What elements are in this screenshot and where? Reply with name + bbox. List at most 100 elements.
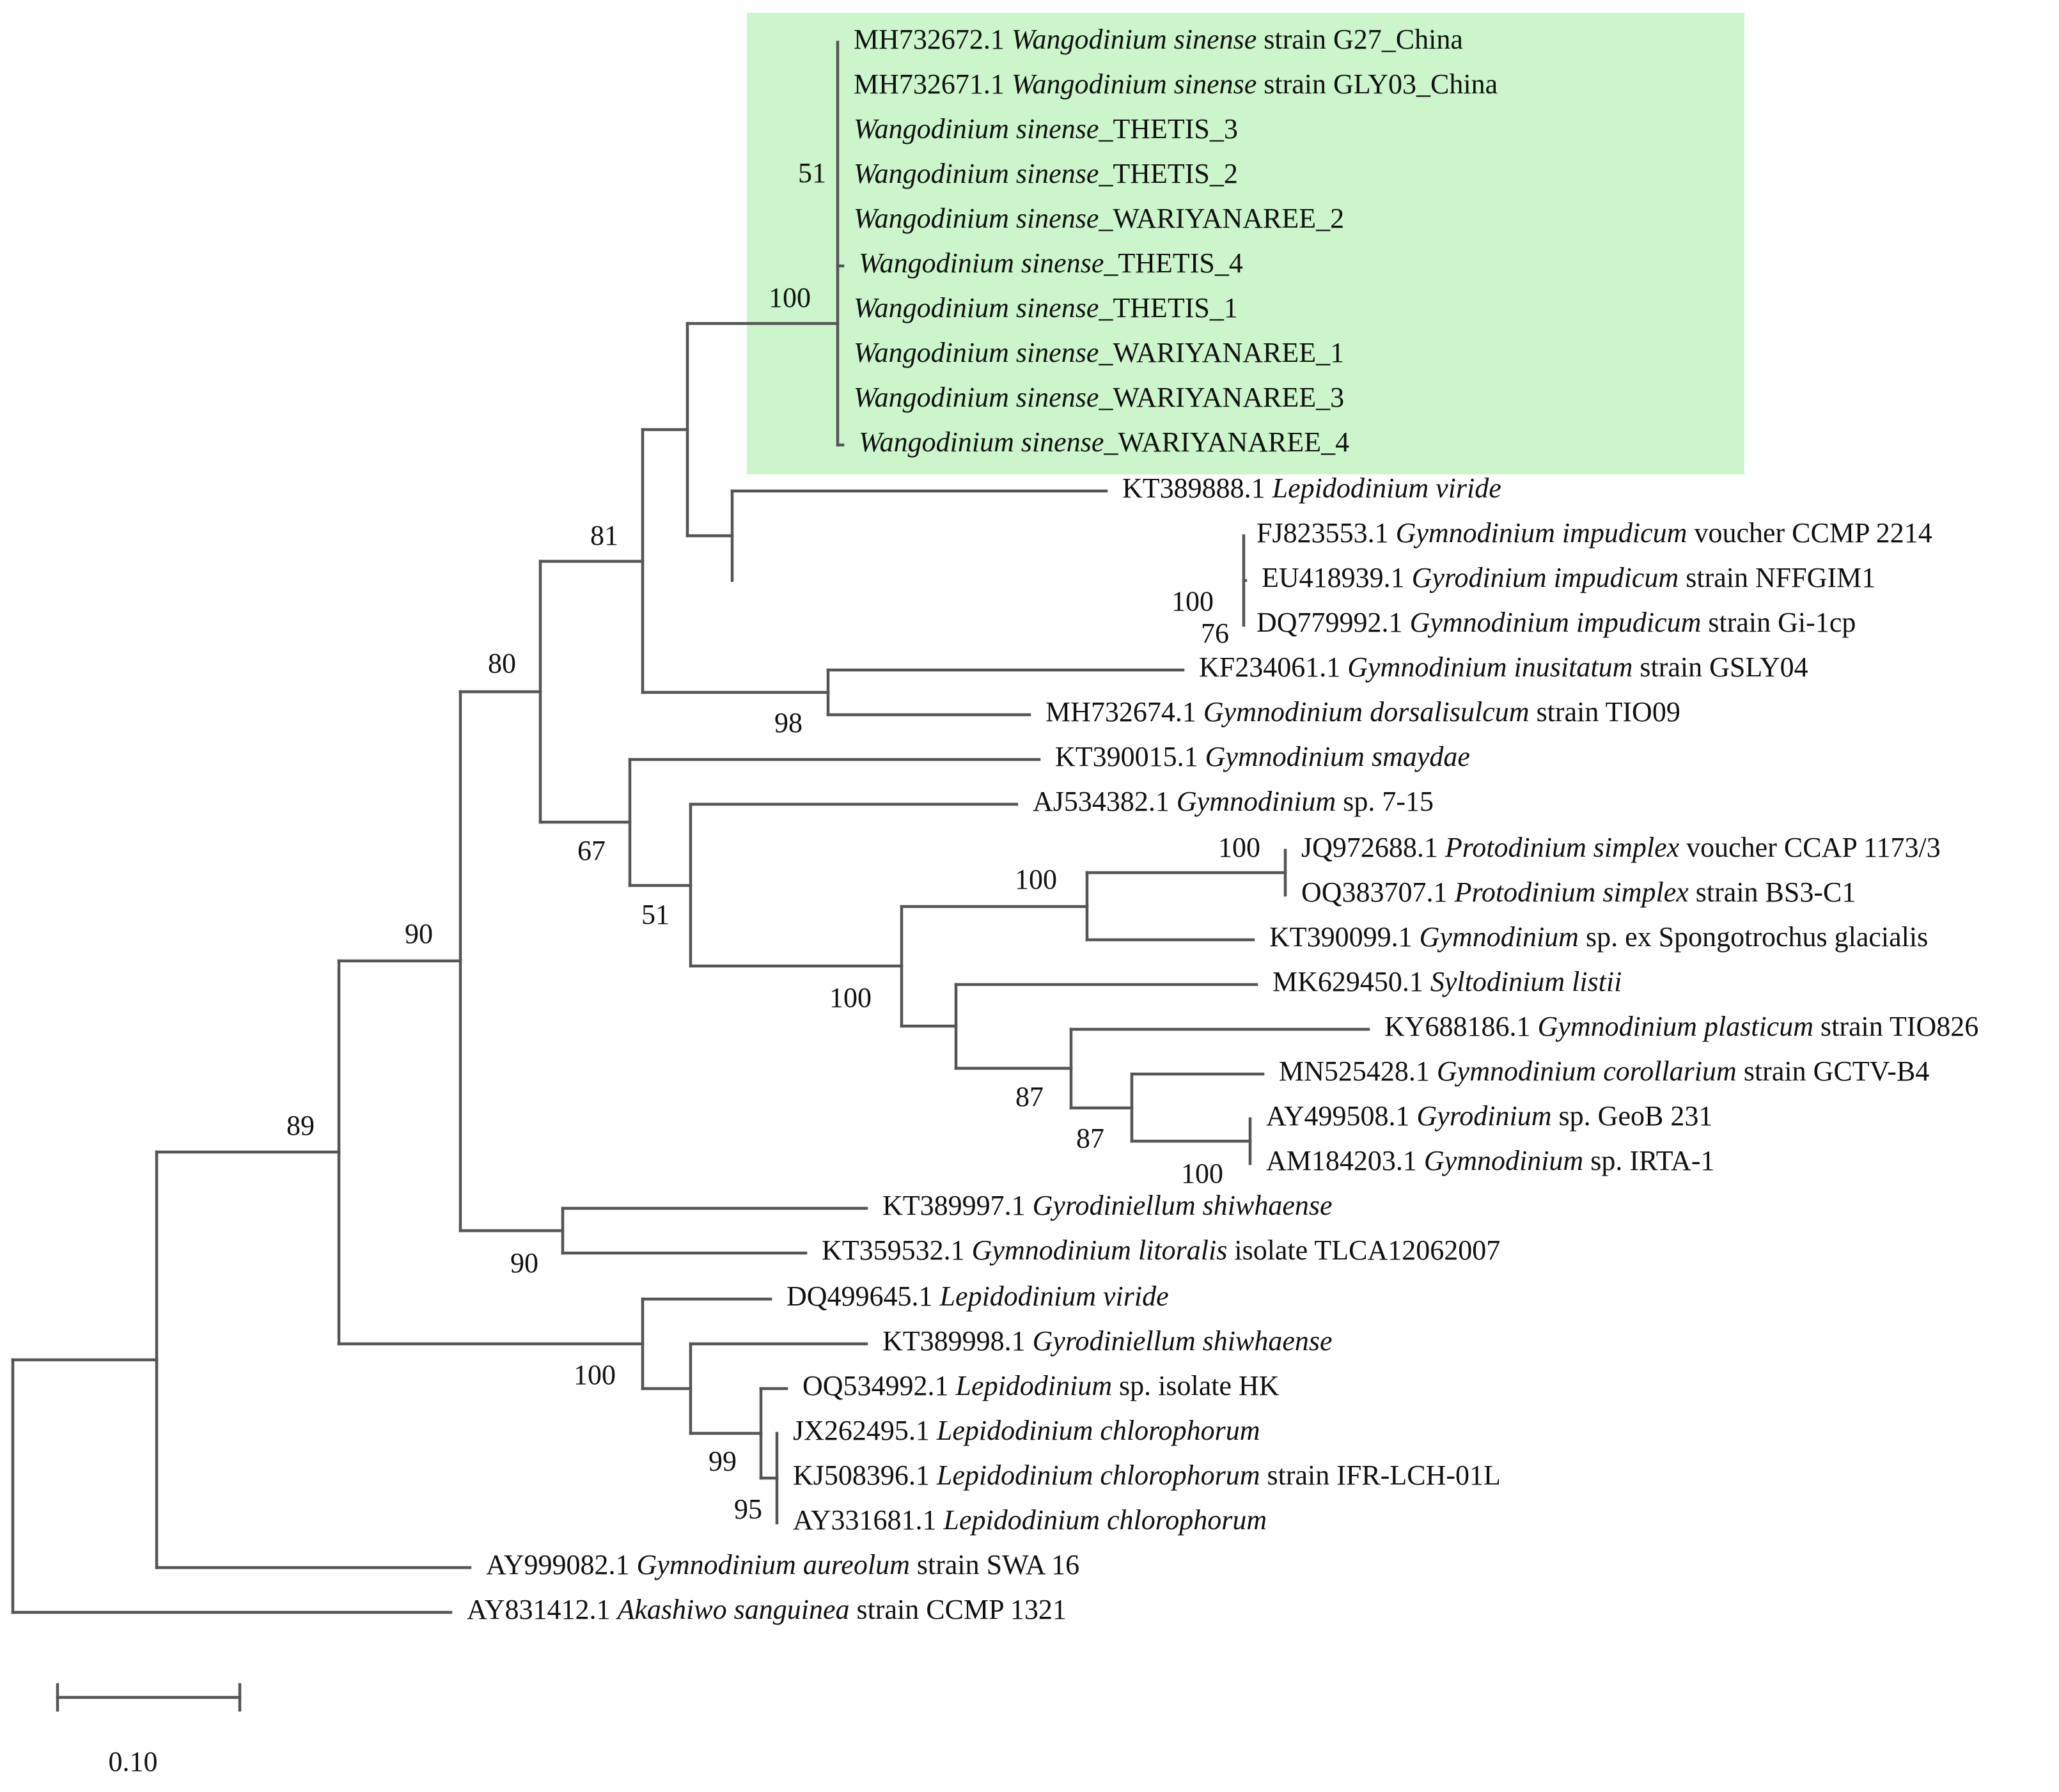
accession-number: MH732674.1 — [1045, 696, 1203, 728]
taxon-label: DQ779992.1 Gymnodinium impudicum strain … — [1257, 607, 1856, 638]
taxon-label: AY331681.1 Lepidodinium chlorophorum — [793, 1504, 1267, 1536]
taxon-label: JX262495.1 Lepidodinium chlorophorum — [793, 1415, 1260, 1446]
species-name: Gymnodinium litoralis — [972, 1235, 1228, 1266]
bootstrap-value: 81 — [590, 520, 618, 551]
accession-number: AY999082.1 — [486, 1549, 637, 1580]
accession-number: AY499508.1 — [1266, 1100, 1417, 1132]
taxon-label: Wangodinium sinense_THETIS_3 — [854, 113, 1238, 144]
species-name: Gymnodinium plasticum — [1538, 1011, 1813, 1042]
accession-number: KT390015.1 — [1055, 741, 1205, 772]
bootstrap-value: 100 — [1218, 832, 1260, 863]
taxon-label: DQ499645.1 Lepidodinium viride — [787, 1281, 1169, 1312]
strain-info: strain IFR-LCH-01L — [1260, 1460, 1501, 1491]
species-name: Gymnodinium impudicum — [1410, 607, 1702, 638]
accession-number: MH732671.1 — [854, 68, 1012, 100]
strain-info: strain CCMP 1321 — [850, 1594, 1067, 1625]
bootstrap-value: 51 — [798, 157, 826, 189]
bootstrap-value: 100 — [574, 1359, 616, 1391]
bootstrap-value: 100 — [829, 982, 872, 1013]
species-name: Protodinium simplex — [1444, 832, 1680, 863]
strain-info: voucher CCAP 1173/3 — [1679, 832, 1941, 863]
bootstrap-value: 99 — [709, 1445, 737, 1477]
bootstrap-value: 80 — [488, 648, 516, 679]
species-name: Wangodinium sinense — [859, 247, 1104, 279]
bootstrap-value: 51 — [641, 899, 669, 930]
bootstrap-value: 100 — [1181, 1158, 1223, 1189]
taxon-label: Wangodinium sinense_THETIS_2 — [854, 158, 1238, 189]
taxon-labels: MH732672.1 Wangodinium sinense strain G2… — [467, 24, 1978, 1625]
tree-branches — [11, 40, 1370, 1614]
taxon-label: MH732674.1 Gymnodinium dorsalisulcum str… — [1045, 696, 1680, 728]
species-name: Gymnodinium inusitatum — [1347, 651, 1632, 683]
taxon-label: Wangodinium sinense_WARIYANAREE_4 — [859, 426, 1349, 458]
bootstrap-value: 90 — [405, 918, 433, 949]
species-name: Gymnodinium — [1424, 1145, 1583, 1176]
scale-bar-label: 0.10 — [109, 1746, 158, 1777]
taxon-label: MK629450.1 Syltodinium listii — [1272, 966, 1622, 997]
accession-number: MN525428.1 — [1279, 1056, 1437, 1087]
accession-number: AY831412.1 — [467, 1594, 618, 1625]
accession-number: AJ534382.1 — [1033, 786, 1177, 817]
strain-info: strain G27_China — [1257, 24, 1463, 55]
strain-info: strain GCTV-B4 — [1737, 1056, 1930, 1087]
strain-info: sp. ex Spongotrochus glacialis — [1579, 921, 1928, 953]
taxon-label: KJ508396.1 Lepidodinium chlorophorum str… — [793, 1460, 1501, 1491]
taxon-label: EU418939.1 Gyrodinium impudicum strain N… — [1262, 562, 1875, 593]
species-name: Lepidodinium — [955, 1370, 1112, 1401]
taxon-label: KT389997.1 Gyrodiniellum shiwhaense — [882, 1190, 1333, 1221]
species-name: Gymnodinium dorsalisulcum — [1203, 696, 1530, 728]
species-name: Gyrodiniellum shiwhaense — [1033, 1325, 1333, 1357]
strain-info: strain TIO826 — [1813, 1011, 1978, 1042]
species-name: Wangodinium sinense — [854, 203, 1099, 234]
species-name: Lepidodinium chlorophorum — [936, 1415, 1260, 1446]
species-name: Gyrodiniellum shiwhaense — [1033, 1190, 1333, 1221]
taxon-label: Wangodinium sinense_WARIYANAREE_2 — [854, 203, 1344, 234]
strain-info: sp. isolate HK — [1112, 1370, 1280, 1401]
taxon-label: KF234061.1 Gymnodinium inusitatum strain… — [1199, 651, 1808, 683]
species-name: Lepidodinium viride — [939, 1281, 1169, 1312]
species-name: Lepidodinium viride — [1272, 472, 1501, 504]
bootstrap-value: 67 — [577, 835, 606, 866]
bootstrap-value: 87 — [1076, 1123, 1104, 1154]
species-name: Gymnodinium — [1420, 921, 1579, 953]
accession-number: AM184203.1 — [1266, 1145, 1424, 1176]
species-name: Gymnodinium — [1177, 786, 1336, 817]
taxon-label: KT389888.1 Lepidodinium viride — [1122, 472, 1501, 504]
species-name: Gymnodinium smaydae — [1205, 741, 1470, 772]
bootstrap-value: 100 — [769, 282, 811, 313]
taxon-label: Wangodinium sinense_THETIS_4 — [859, 247, 1243, 279]
species-name: Wangodinium sinense — [854, 292, 1099, 323]
species-name: Wangodinium sinense — [1012, 24, 1257, 55]
species-name: Gymnodinium aureolum — [637, 1549, 910, 1580]
accession-number: JQ972688.1 — [1301, 832, 1445, 863]
species-name: Wangodinium sinense — [854, 382, 1099, 413]
strain-info: strain SWA 16 — [910, 1549, 1079, 1580]
strain-info: _WARIYANAREE_1 — [1098, 337, 1344, 368]
species-name: Protodinium simplex — [1454, 877, 1689, 908]
taxon-label: KT389998.1 Gyrodiniellum shiwhaense — [882, 1325, 1333, 1357]
bootstrap-value: 95 — [734, 1493, 762, 1525]
bootstrap-value: 89 — [286, 1110, 315, 1141]
accession-number: KT390099.1 — [1269, 921, 1420, 953]
strain-info: strain GSLY04 — [1632, 651, 1808, 683]
taxon-label: AY831412.1 Akashiwo sanguinea strain CCM… — [467, 1594, 1067, 1625]
bootstrap-value: 90 — [510, 1247, 538, 1279]
accession-number: KJ508396.1 — [793, 1460, 937, 1491]
taxon-label: AM184203.1 Gymnodinium sp. IRTA-1 — [1266, 1145, 1714, 1176]
strain-info: _THETIS_1 — [1098, 292, 1238, 323]
species-name: Akashiwo sanguinea — [616, 1594, 850, 1625]
species-name: Wangodinium sinense — [854, 113, 1099, 144]
accession-number: EU418939.1 — [1262, 562, 1412, 593]
taxon-label: AJ534382.1 Gymnodinium sp. 7-15 — [1033, 786, 1434, 817]
bootstrap-value: 76 — [1201, 618, 1229, 649]
taxon-label: MH732671.1 Wangodinium sinense strain GL… — [854, 68, 1498, 100]
accession-number: KF234061.1 — [1199, 651, 1347, 683]
strain-info: voucher CCMP 2214 — [1687, 517, 1932, 549]
species-name: Wangodinium sinense — [854, 158, 1099, 189]
accession-number: KT389888.1 — [1122, 472, 1272, 504]
taxon-label: KT390015.1 Gymnodinium smaydae — [1055, 741, 1470, 772]
taxon-label: KT359532.1 Gymnodinium litoralis isolate… — [822, 1235, 1500, 1266]
species-name: Wangodinium sinense — [859, 426, 1104, 458]
strain-info: sp. IRTA-1 — [1583, 1145, 1714, 1176]
